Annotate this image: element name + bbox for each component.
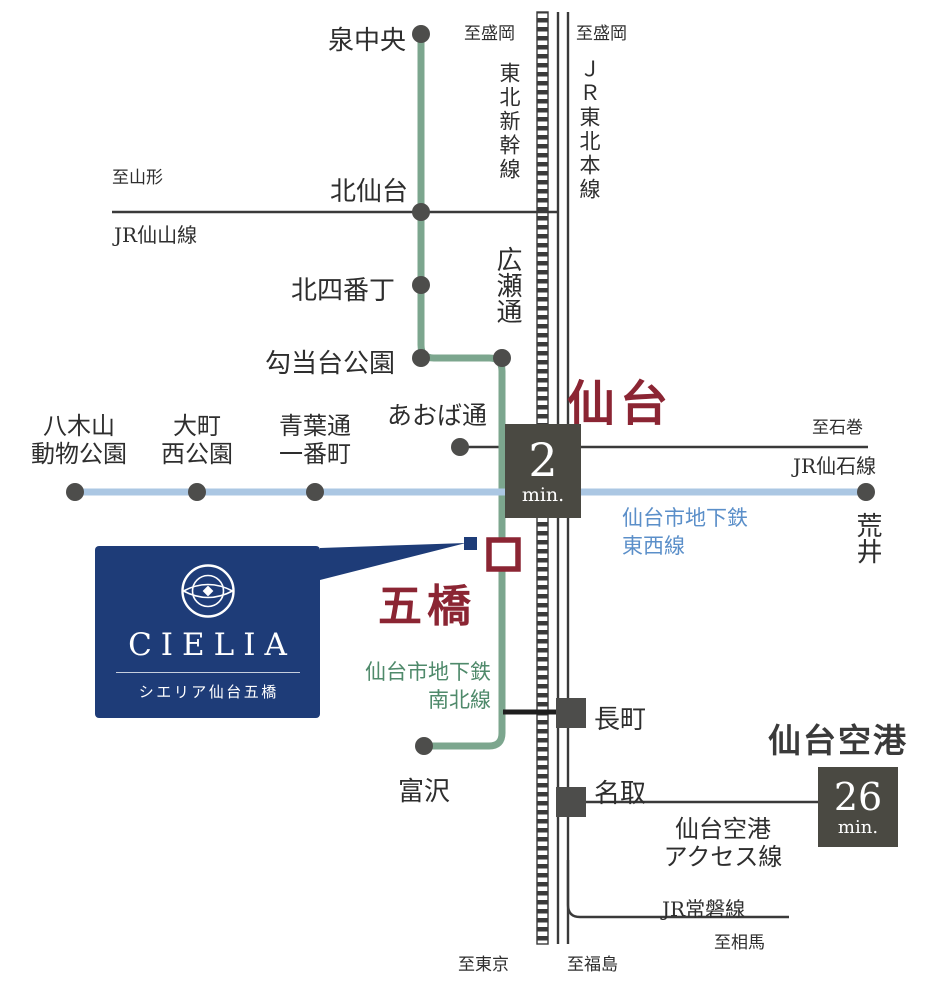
airport-access-line-label: 仙台空港 アクセス線 <box>650 815 796 872</box>
direction-morioka-jr: 至盛岡 <box>576 24 627 44</box>
station-izumichuo: 泉中央 <box>327 26 406 56</box>
cielia-subtitle: シエリア仙台五橋 <box>138 683 279 701</box>
station-nagamachi: 長町 <box>594 705 647 735</box>
kotodaikoen-station-dot <box>412 349 430 367</box>
sendai-time-badge: 2 min. <box>505 424 581 518</box>
sendai-time-unit: min. <box>521 484 565 506</box>
direction-tokyo: 至東京 <box>458 955 509 975</box>
cielia-divider <box>115 672 300 673</box>
direction-yamagata: 至山形 <box>112 168 163 188</box>
aobadoriichibancho-station-dot <box>306 483 324 501</box>
station-yagiyama: 八木山 動物公園 <box>22 412 136 469</box>
itsutsubashi-station-marker <box>486 537 521 572</box>
tozai-line-label-line2: 東西線 <box>622 533 685 558</box>
station-natori: 名取 <box>594 779 647 809</box>
airport-time-badge: 26 min. <box>818 767 898 847</box>
natori-station-square <box>556 787 586 817</box>
station-yagiyama-line2: 動物公園 <box>31 440 127 469</box>
tozai-line-label: 仙台市地下鉄 東西線 <box>622 505 748 560</box>
property-location-square <box>464 537 477 550</box>
airport-access-line-label-line2: アクセス線 <box>663 843 783 872</box>
cielia-emblem-icon <box>180 564 235 618</box>
airport-time-value: 26 <box>833 774 883 819</box>
jr-tohoku-main-line-label: ＪＲ東北本線 <box>577 58 601 202</box>
izumichuo-station-dot <box>412 25 430 43</box>
station-itsutsubashi-major: 五橋 <box>378 581 476 632</box>
station-arai: 荒井 <box>852 512 882 564</box>
hirosedori-station-dot <box>493 349 511 367</box>
direction-morioka-shinkansen: 至盛岡 <box>464 24 515 44</box>
station-aobadoriichibancho-line1: 青葉通 <box>279 412 351 440</box>
jr-joban-line <box>566 860 789 919</box>
station-yagiyama-line1: 八木山 <box>43 412 115 440</box>
station-kitayobancho: 北四番丁 <box>290 276 395 306</box>
station-kitasendai: 北仙台 <box>329 177 408 207</box>
station-aobadoriichibancho-line2: 一番町 <box>279 440 351 469</box>
namboku-line-label-line2: 南北線 <box>428 687 491 712</box>
namboku-subway-line <box>417 34 506 750</box>
namboku-line-label: 仙台市地下鉄 南北線 <box>345 659 491 714</box>
cielia-brand-box: CIELIA シエリア仙台五橋 <box>95 546 320 718</box>
namboku-line-label-line1: 仙台市地下鉄 <box>365 660 491 684</box>
airport-time-unit: min. <box>837 816 879 838</box>
direction-soma: 至相馬 <box>714 933 765 953</box>
station-sendai-major: 仙台 <box>567 376 674 432</box>
direction-ishinomaki: 至石巻 <box>812 418 863 438</box>
station-omachinishikoen-line1: 大町 <box>173 412 221 440</box>
airport-title: 仙台空港 <box>768 721 908 760</box>
direction-fukushima: 至福島 <box>567 955 618 975</box>
shinkansen-line-label: 東北新幹線 <box>497 62 521 182</box>
arai-station-dot <box>857 483 875 501</box>
station-aobadoriichibancho: 青葉通 一番町 <box>258 412 372 469</box>
tomizawa-station-dot <box>415 737 433 755</box>
kitasendai-station-dot <box>412 203 430 221</box>
station-tomizawa: 富沢 <box>397 777 450 807</box>
nagamachi-station-square <box>556 698 586 728</box>
station-kotodaikoen: 勾当台公園 <box>264 349 395 379</box>
cielia-logo-text: CIELIA <box>128 627 296 663</box>
kitayobancho-station-dot <box>412 276 430 294</box>
omachinishikoen-station-dot <box>188 483 206 501</box>
station-omachinishikoen: 大町 西公園 <box>140 412 254 469</box>
jr-senseki-line-label: JR仙石線 <box>793 454 877 478</box>
aobadori-station-dot <box>451 438 469 456</box>
yagiyama-station-dot <box>66 483 84 501</box>
airport-access-line-label-line1: 仙台空港 <box>675 815 771 843</box>
location-pointer-triangle <box>320 543 466 580</box>
jr-joban-line-label: JR常磐線 <box>662 897 746 921</box>
station-hirosedori: 広瀬通 <box>492 246 522 324</box>
station-aobadori: あおば通 <box>387 401 488 430</box>
station-omachinishikoen-line2: 西公園 <box>161 440 233 469</box>
sendai-time-value: 2 <box>528 433 558 487</box>
jr-senzan-line-label: JR仙山線 <box>114 223 198 247</box>
tozai-line-label-line1: 仙台市地下鉄 <box>622 506 748 530</box>
